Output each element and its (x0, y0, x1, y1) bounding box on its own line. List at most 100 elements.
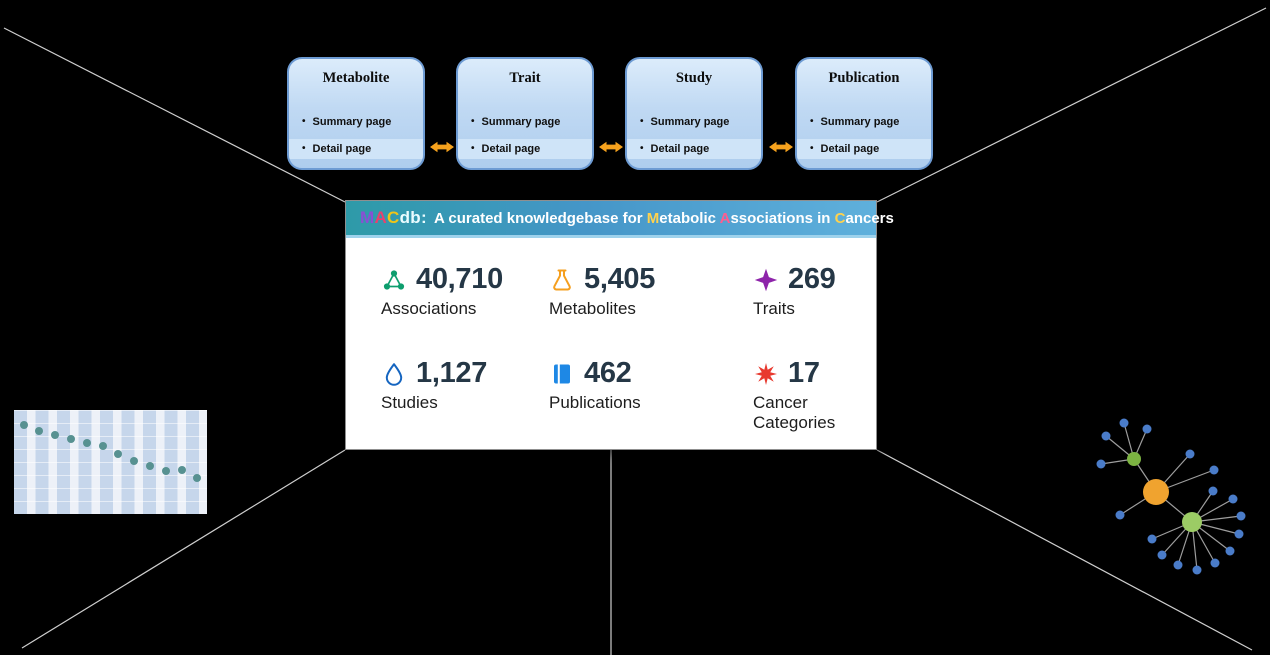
network-node (1119, 418, 1129, 428)
stat-value: 462 (584, 357, 632, 389)
flow-box-rows: • Summary page • Detail page (458, 112, 592, 159)
flow-box-rows: • Summary page • Detail page (797, 112, 931, 159)
flow-box-trait: Trait • Summary page • Detail page (456, 57, 594, 170)
tagline-letter-c: C (834, 209, 846, 227)
data-point (51, 431, 60, 439)
logo-db: db: (399, 208, 427, 227)
flow-box-title: Metabolite (322, 70, 390, 86)
network-node (1225, 546, 1235, 556)
network-node (1236, 511, 1246, 521)
flow-item-detail-page: • Detail page (458, 139, 592, 159)
flow-item-summary-page: • Summary page (797, 112, 931, 132)
network-node (1127, 452, 1141, 466)
card-tagline: A curated knowledgebase for Metabolic As… (434, 210, 894, 227)
data-point (35, 426, 44, 435)
stat-metabolites: 5,405 Metabolites (549, 263, 753, 319)
bullet-icon: • (302, 143, 306, 154)
stats-grid: 40,710 Associations 5,405 Metabolites (381, 263, 856, 433)
network-node (1228, 494, 1238, 504)
stat-label: Traits (753, 299, 795, 318)
network-node (1209, 465, 1219, 475)
flow-box-publication: Publication • Summary page • Detail page (795, 57, 933, 170)
flow-item-label: Summary page (312, 116, 392, 128)
data-point (145, 461, 154, 470)
flow-item-summary-page: • Summary page (289, 112, 423, 132)
data-point (161, 466, 170, 475)
logo-letter-c: C (387, 208, 400, 227)
flow-box-title: Trait (509, 70, 541, 86)
flow-box-rows: • Summary page • Detail page (627, 112, 761, 159)
flow-box-title: Publication (828, 70, 900, 86)
bullet-icon: • (471, 143, 475, 154)
stat-label: Studies (381, 393, 438, 412)
data-point (82, 438, 91, 447)
flow-item-label: Summary page (481, 116, 561, 128)
burst-icon (753, 361, 779, 387)
projection-line (3, 27, 346, 203)
flow-item-label: Summary page (650, 116, 730, 128)
tagline-text: ssociations in (730, 209, 835, 227)
projection-line (876, 449, 1253, 651)
network-node (1157, 550, 1167, 560)
flow-item-summary-page: • Summary page (627, 112, 761, 132)
drop-icon (381, 361, 407, 387)
flow-item-label: Detail page (312, 143, 372, 155)
stat-publications: 462 Publications (549, 357, 753, 433)
network-node (1115, 510, 1125, 520)
flow-item-label: Detail page (820, 143, 880, 155)
bullet-icon: • (302, 116, 306, 127)
tagline-letter-m: M (646, 209, 660, 227)
stat-cancer-categories: 17 Cancer Categories (753, 357, 856, 433)
network-node (1210, 558, 1220, 568)
double-arrow-icon (430, 141, 454, 153)
network-graph (1096, 418, 1246, 575)
flow-item-detail-page: • Detail page (627, 139, 761, 159)
stat-label: Publications (549, 393, 641, 412)
data-point (130, 456, 139, 465)
flow-item-label: Detail page (650, 143, 710, 155)
mini-scatter-chart (14, 410, 207, 514)
flow-box-study: Study • Summary page • Detail page (625, 57, 763, 170)
network-node (1208, 486, 1218, 496)
bullet-icon: • (640, 116, 644, 127)
stat-traits: 269 Traits (753, 263, 856, 319)
logo-letter-a: A (374, 208, 388, 227)
network-node (1142, 424, 1152, 434)
mini-chart-dots (14, 410, 207, 514)
data-point (19, 420, 28, 429)
stat-value: 17 (788, 357, 820, 389)
tagline-text: A curated knowledgebase for (433, 209, 647, 227)
flow-box-metabolite: Metabolite • Summary page • Detail page (287, 57, 425, 170)
tagline-text: etabolic (659, 209, 720, 227)
stat-value: 1,127 (416, 357, 488, 389)
macdb-logo: MACdb: (360, 208, 427, 228)
macdb-summary-card: MACdb: A curated knowledgebase for Metab… (345, 200, 894, 450)
network-node (1147, 534, 1157, 544)
data-point (98, 442, 107, 451)
stat-label: Metabolites (549, 299, 636, 318)
network-node (1192, 565, 1202, 575)
tagline-text: ancers (845, 209, 894, 227)
book-icon (549, 361, 575, 387)
network-node (1101, 431, 1111, 441)
projection-line (21, 449, 346, 649)
network-node (1173, 560, 1183, 570)
network-node (1182, 512, 1202, 532)
flow-item-detail-page: • Detail page (797, 139, 931, 159)
stat-value: 5,405 (584, 263, 656, 295)
network-node (1185, 449, 1195, 459)
bullet-icon: • (471, 116, 475, 127)
data-point (67, 435, 76, 444)
double-arrow-icon (599, 141, 623, 153)
flow-item-summary-page: • Summary page (458, 112, 592, 132)
flow-item-label: Detail page (481, 143, 541, 155)
flow-box-title: Study (675, 70, 713, 86)
bullet-icon: • (810, 143, 814, 154)
network-node (1096, 459, 1106, 469)
data-point (114, 449, 123, 458)
stat-studies: 1,127 Studies (381, 357, 549, 433)
data-point (193, 473, 202, 482)
bullet-icon: • (640, 143, 644, 154)
